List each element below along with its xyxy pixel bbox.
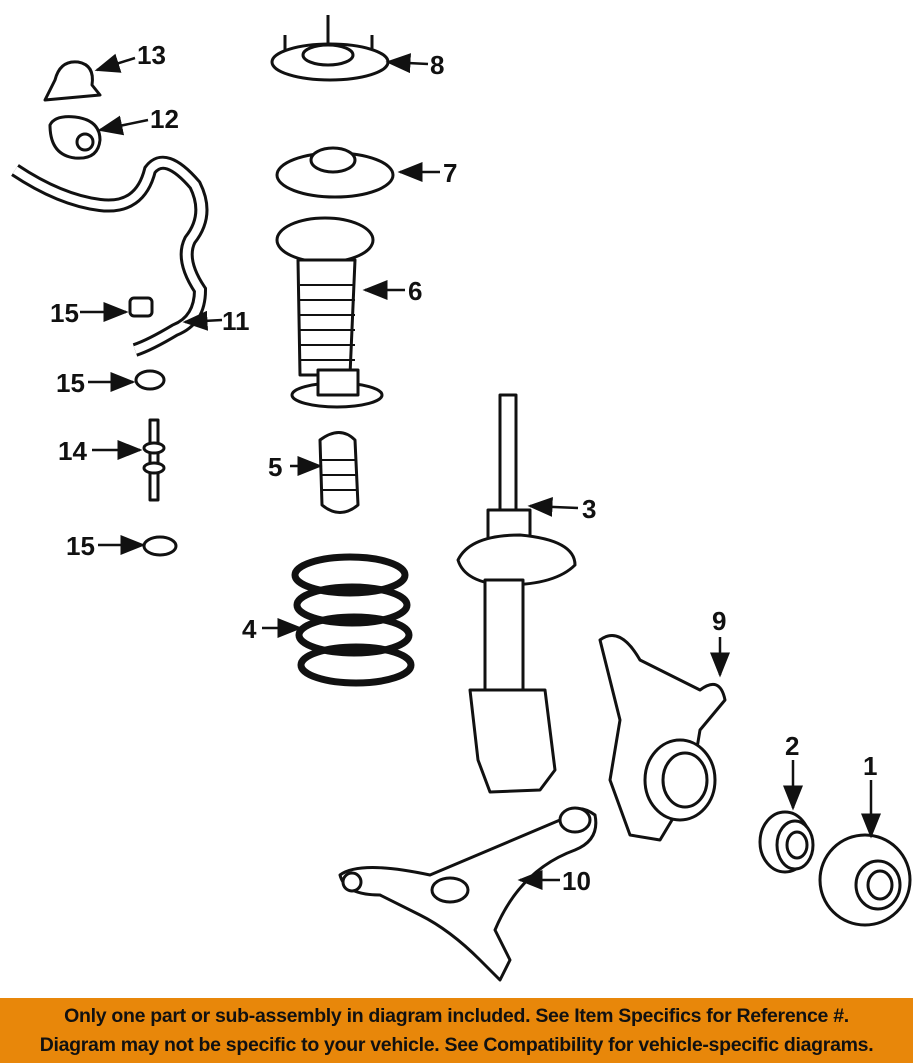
- callout-13: 13: [137, 40, 166, 70]
- stabilizer-bushing-part: [48, 115, 102, 160]
- lower-control-arm-part: [338, 806, 598, 982]
- bushing-parts: [128, 296, 178, 557]
- callout-11: 11: [222, 306, 250, 336]
- callout-15b: 15: [56, 368, 85, 398]
- bump-stop-part: [318, 431, 360, 514]
- callout-14: 14: [58, 436, 87, 466]
- callout-15a: 15: [50, 298, 79, 328]
- callout-5: 5: [268, 452, 282, 482]
- callout-labels: 13 8 12 7 6 15 11 15 14 5 3 15 4 9 2 1 1…: [50, 40, 877, 896]
- coil-spring-part: [291, 553, 415, 687]
- dust-boot-part: [275, 216, 384, 409]
- disclaimer-line-1: Only one part or sub-assembly in diagram…: [64, 1005, 849, 1027]
- diagram-canvas: 13 8 12 7 6 15 11 15 14 5 3 15 4 9 2 1 1…: [11, 15, 912, 982]
- wheel-hub-part: [818, 833, 912, 927]
- stabilizer-bracket-part: [43, 60, 102, 102]
- disclaimer-line-2: Diagram may not be specific to your vehi…: [39, 1034, 874, 1056]
- callout-9: 9: [712, 606, 726, 636]
- callout-3: 3: [582, 494, 596, 524]
- disclaimer-banner: Only one part or sub-assembly in diagram…: [0, 998, 913, 1063]
- wheel-bearing-part: [758, 810, 815, 874]
- callout-1: 1: [863, 751, 877, 781]
- upper-spring-seat-part: [275, 146, 395, 199]
- callout-2: 2: [785, 731, 799, 761]
- callout-8: 8: [430, 50, 444, 80]
- callout-12: 12: [150, 104, 179, 134]
- callout-7: 7: [443, 158, 457, 188]
- callout-10: 10: [562, 866, 591, 896]
- strut-part: [456, 393, 577, 794]
- callout-15c: 15: [66, 531, 95, 561]
- callout-4: 4: [242, 614, 257, 644]
- stabilizer-link-part: [142, 418, 166, 502]
- steering-knuckle-part: [598, 634, 727, 842]
- callout-arrows: [80, 53, 881, 890]
- strut-mount-part: [270, 15, 390, 82]
- stabilizer-bar-part: [11, 155, 209, 357]
- callout-6: 6: [408, 276, 422, 306]
